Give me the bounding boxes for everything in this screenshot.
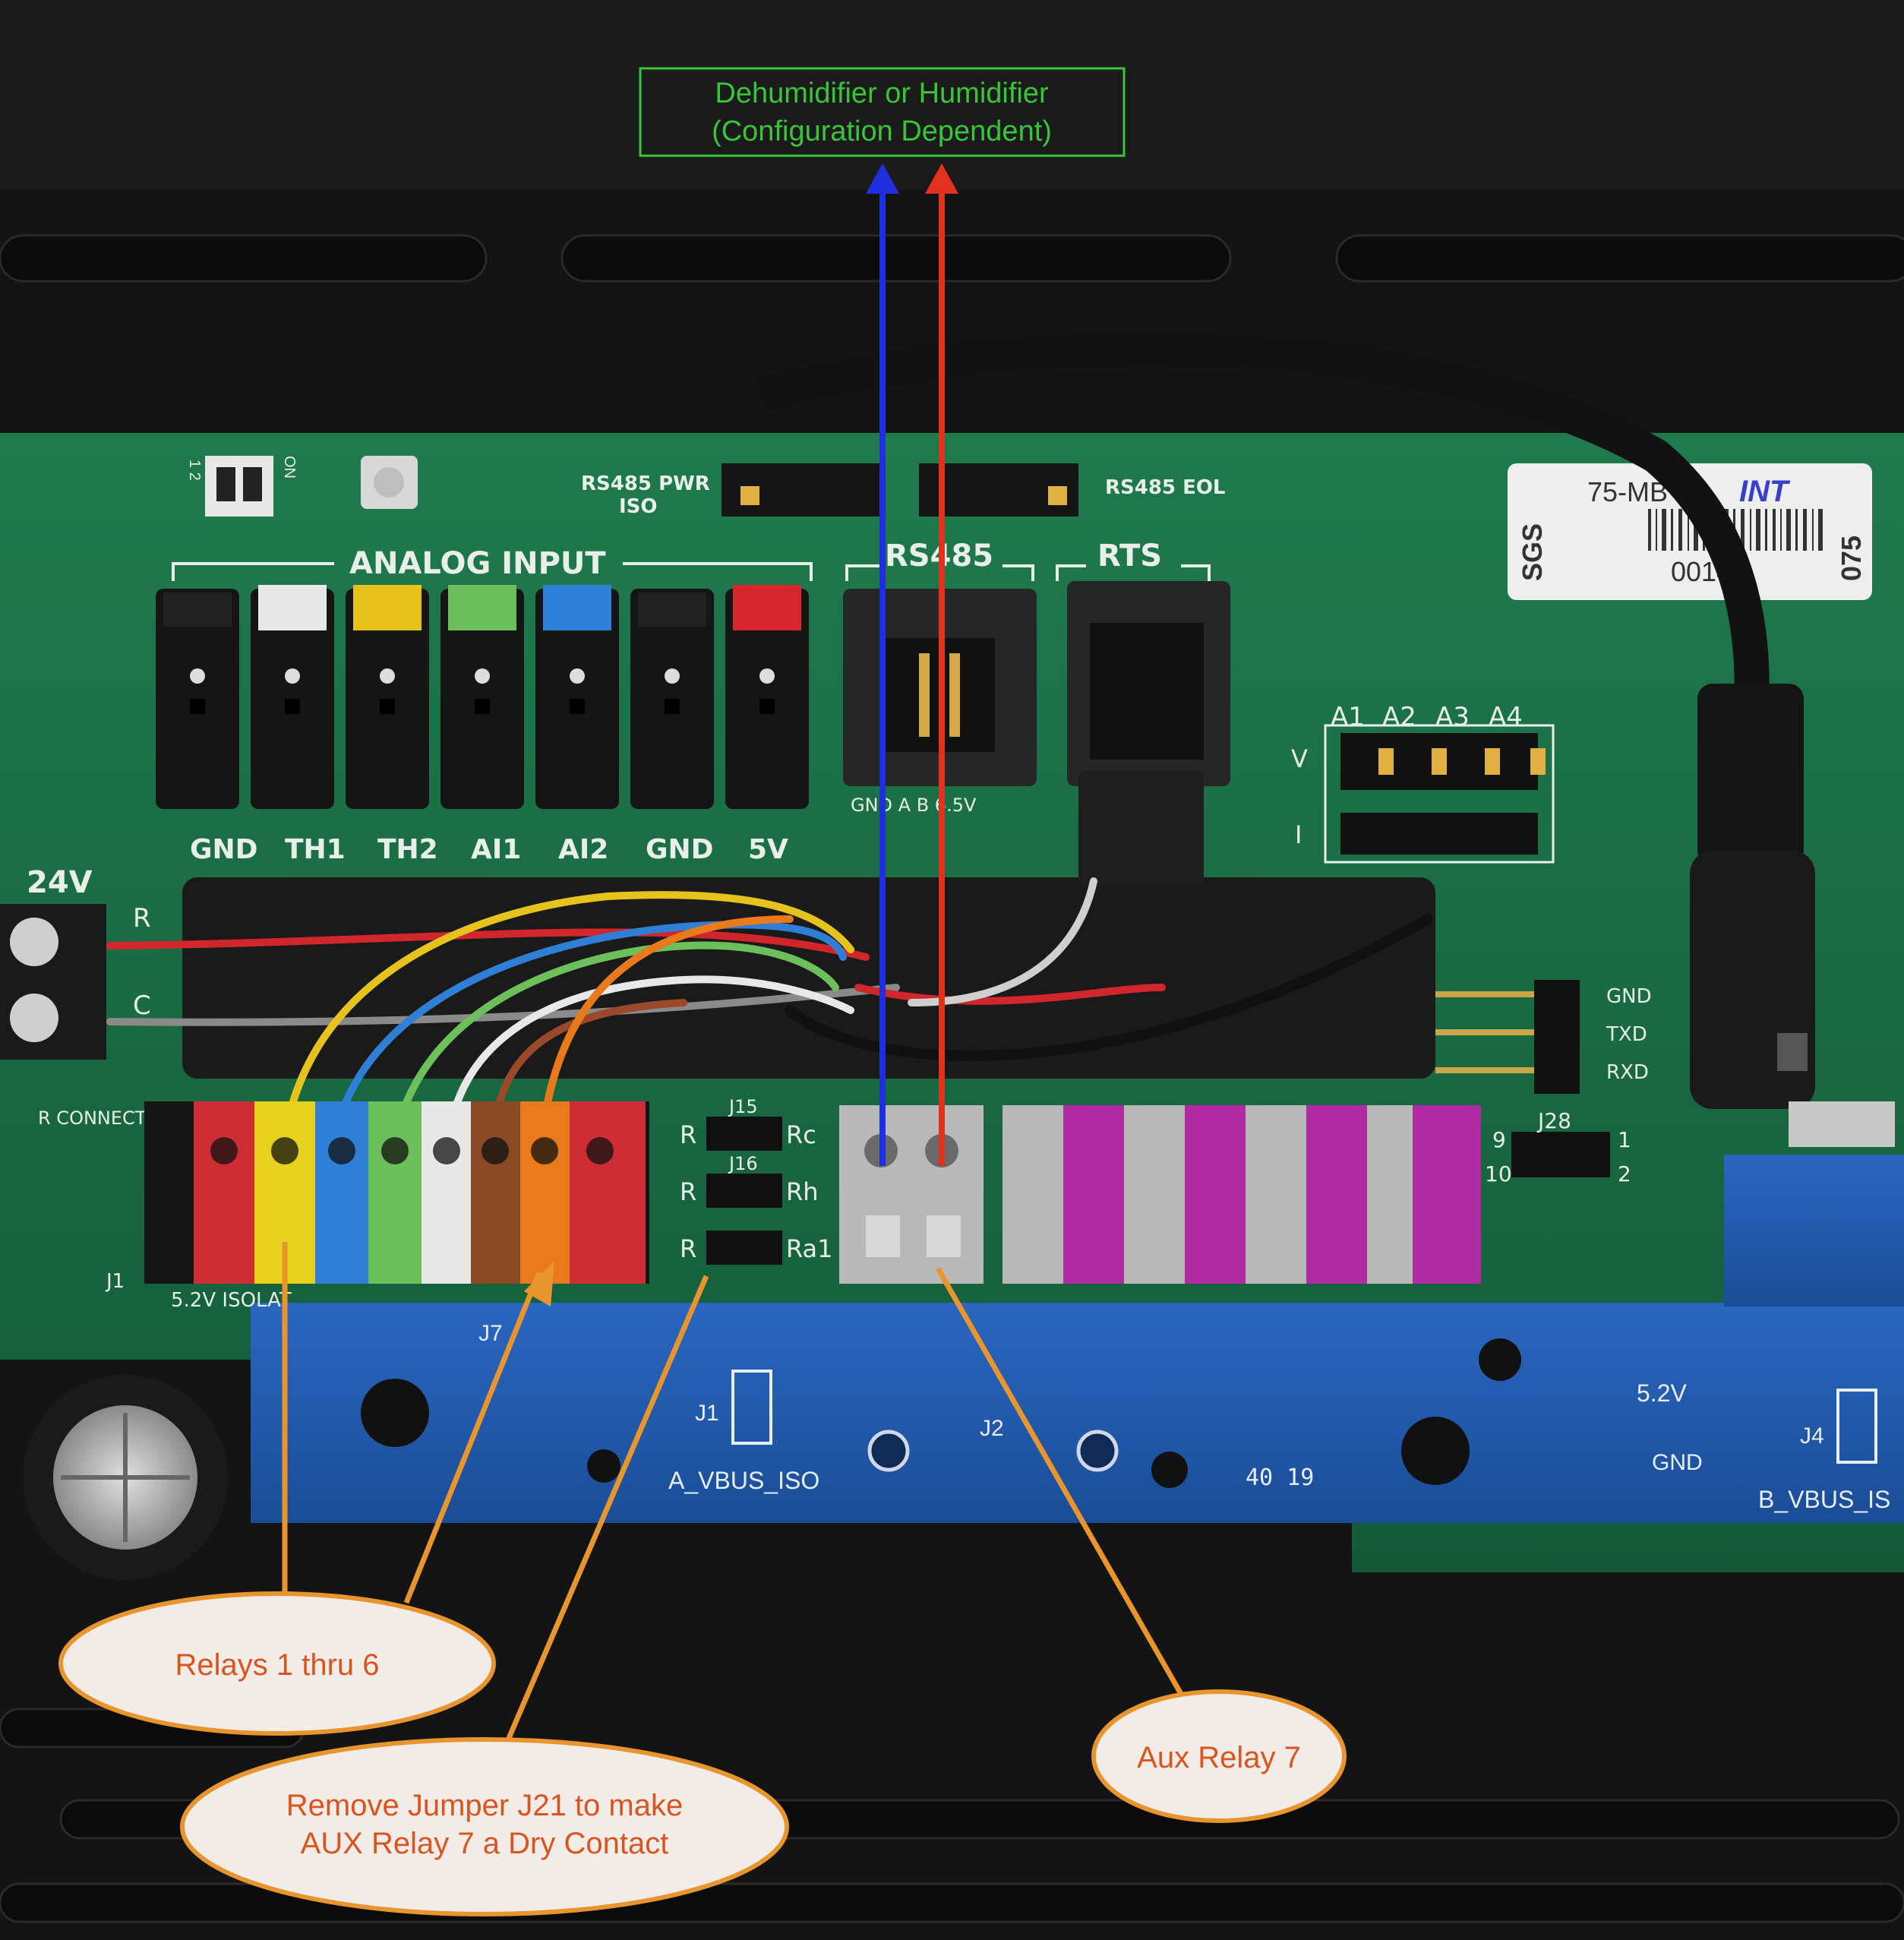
aux-relay-terminal [839,1105,984,1284]
gnd-blue-label: GND [1652,1450,1703,1475]
dip-switch: ON 1 2 [186,456,298,517]
relay-terminal-block-left [144,1101,649,1284]
j28-label: J28 [1536,1108,1571,1133]
a3-label: A3 [1435,702,1470,732]
a-jumper-block [1324,724,1555,864]
callout-relays-1-6: Relays 1 thru 6 [58,1591,496,1736]
r-connect-label: R CONNECT [38,1107,147,1129]
destination-line1: Dehumidifier or Humidifier [715,77,1049,109]
svg-text:ON: ON [281,456,298,479]
svg-text:R: R [680,1177,696,1206]
jumper-note-line1: Remove Jumper J21 to make [286,1789,683,1822]
aux-relay-callout-text: Aux Relay 7 [1137,1741,1301,1774]
c-label: C [133,991,151,1021]
capacitors [23,1375,228,1580]
sticker-side: 075 [1836,536,1867,581]
rh-label: Rh [786,1177,819,1206]
analog-input-label: ANALOG INPUT [349,546,606,581]
v52-label: 5.2V [1637,1379,1687,1407]
iso-label: ISO [619,495,658,518]
blue-daughter-board [251,1155,1904,1523]
svg-text:R: R [680,1120,696,1149]
j15-label: J15 [728,1096,758,1117]
j1-label: J1 [695,1401,719,1426]
callout-leaders [282,1242,1199,1749]
analog-input-connectors [156,585,809,809]
sticker-model: 75-MB [1587,476,1668,507]
relay-terminal-block-right [1003,1105,1481,1284]
date-code: 40 19 [1246,1464,1314,1491]
a1-label: A1 [1331,702,1365,732]
j28-header [1511,1132,1610,1177]
j4-label: J4 [1800,1423,1824,1449]
j7-label: J7 [478,1321,503,1346]
pin-label-ai1: AI1 [471,834,521,865]
rc-label: Rc [786,1120,816,1149]
relays-callout-text: Relays 1 thru 6 [175,1648,379,1682]
svg-text:1: 1 [1618,1127,1631,1152]
sticker-sgs: SGS [1517,523,1548,581]
destination-label-box [639,67,1126,157]
analog-connector-th1 [251,585,334,809]
usb-connector [1690,684,1895,1147]
uart-header [1435,980,1580,1094]
j16-label: J16 [728,1153,758,1174]
rs485-jumpers [721,463,1078,517]
red-arrow-head [925,163,958,194]
svg-text:R: R [680,1234,696,1263]
a2-label: A2 [1382,702,1416,732]
b-vbus-is-label: B_VBUS_IS [1758,1486,1890,1513]
rxd-label: RXD [1606,1061,1649,1084]
pin-label-5v: 5V [748,834,788,865]
jumper-note-line2: AUX Relay 7 a Dry Contact [301,1827,669,1860]
analog-connector-ai1 [440,585,524,809]
rs485-pins-label: GND A B 6.5V [851,795,977,816]
callout-aux-relay: Aux Relay 7 [1091,1689,1347,1823]
svg-text:9: 9 [1492,1127,1506,1152]
rts-connector [1067,581,1230,885]
blue-arrow-head [866,163,899,194]
j2-label: J2 [980,1416,1004,1441]
svg-text:2: 2 [1618,1161,1631,1186]
signal-arrows [866,163,958,1166]
txd-label: TXD [1606,1023,1647,1046]
pin-label-ai2: AI2 [558,834,608,865]
ra1-label: Ra1 [786,1234,833,1263]
svg-text:10: 10 [1485,1161,1512,1186]
power-terminal [0,904,106,1060]
analog-pin-labels: GND TH1 TH2 AI1 AI2 GND 5V [190,834,788,865]
analog-connector-gnd1 [156,589,239,809]
sticker-int: INT [1739,475,1791,508]
rs485-eol-label: RS485 EOL [1105,476,1226,499]
v-label: V [1291,744,1308,773]
a4-label: A4 [1489,702,1523,732]
analog-connector-ai2 [535,585,619,809]
rts-label: RTS [1097,539,1162,573]
pin-label-th1: TH1 [285,834,346,865]
pin-label-gnd1: GND [190,834,258,865]
pin-label-gnd2: GND [646,834,714,865]
rs485-pwr-label: RS485 PWR [581,472,710,495]
analog-connector-gnd2 [630,589,714,809]
analog-connector-th2 [346,585,429,809]
i-label: I [1295,820,1302,849]
isolat-label: 5.2V ISOLAT [171,1289,292,1312]
j1-top-label: J1 [105,1270,125,1293]
gnd-header-label: GND [1606,985,1652,1008]
analog-connector-5v [725,585,809,809]
r-label: R [133,903,151,934]
tact-button [361,456,418,509]
r-jumpers [706,1117,782,1265]
power-24v-label: 24V [27,865,93,900]
a-vbus-iso-label: A_VBUS_ISO [668,1467,819,1494]
wire-window [182,877,1435,1079]
pin-label-th2: TH2 [377,834,438,865]
destination-line2: (Configuration Dependent) [712,115,1052,147]
svg-text:1 2: 1 2 [186,460,203,481]
callout-jumper-j21: Remove Jumper J21 to make AUX Relay 7 a … [180,1737,789,1916]
